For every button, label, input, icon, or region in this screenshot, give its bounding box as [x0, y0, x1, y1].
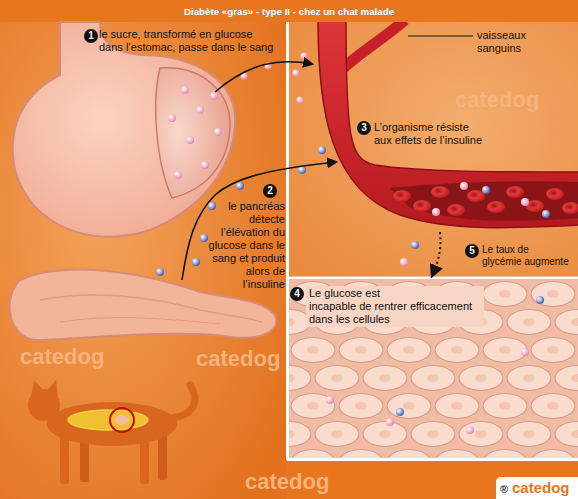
stomach-cutaway	[156, 68, 230, 198]
watermark: catedog	[20, 345, 104, 369]
callout-text: Le taux de glycémie augmente	[482, 244, 572, 268]
leader-line	[408, 36, 473, 37]
part-label: vaisseaux sanguins	[477, 29, 537, 55]
cells-panel	[289, 280, 578, 458]
callout-text: Le glucose est incapable de rentrer effi…	[306, 286, 484, 327]
logo-patch	[496, 477, 578, 499]
panel-divider	[287, 277, 578, 280]
blood-vessel	[318, 22, 578, 228]
brand-logo: catedog	[512, 479, 570, 497]
panel-divider	[287, 458, 578, 461]
callout-number: 4	[290, 287, 304, 301]
watermark: catedog	[245, 470, 329, 494]
left-panel	[0, 22, 286, 499]
cat-silhouette	[28, 380, 195, 484]
panel-divider	[286, 22, 289, 460]
dotted-arrow	[432, 232, 441, 276]
flow-arrow	[215, 62, 312, 92]
callout-number: 3	[357, 121, 371, 135]
callout-text: le sucre, transformé en glucose dans l’e…	[99, 28, 284, 54]
callout-text: L’organisme résiste aux effets de l’insu…	[374, 121, 504, 147]
watermark: catedog	[455, 88, 539, 112]
pancreas	[10, 270, 277, 341]
callout-number: 2	[263, 184, 277, 198]
insulin-dots	[156, 146, 419, 276]
title: Diabète «gras» - type II - chez un chat …	[0, 5, 578, 18]
callout-number: 5	[465, 244, 479, 258]
callout-number: 1	[84, 29, 98, 43]
copyright-mark: ®	[500, 482, 508, 496]
stomach	[13, 22, 235, 237]
watermark: catedog	[196, 347, 280, 371]
callout-text: le pancréas détecte l’élévation du gluco…	[207, 200, 285, 291]
